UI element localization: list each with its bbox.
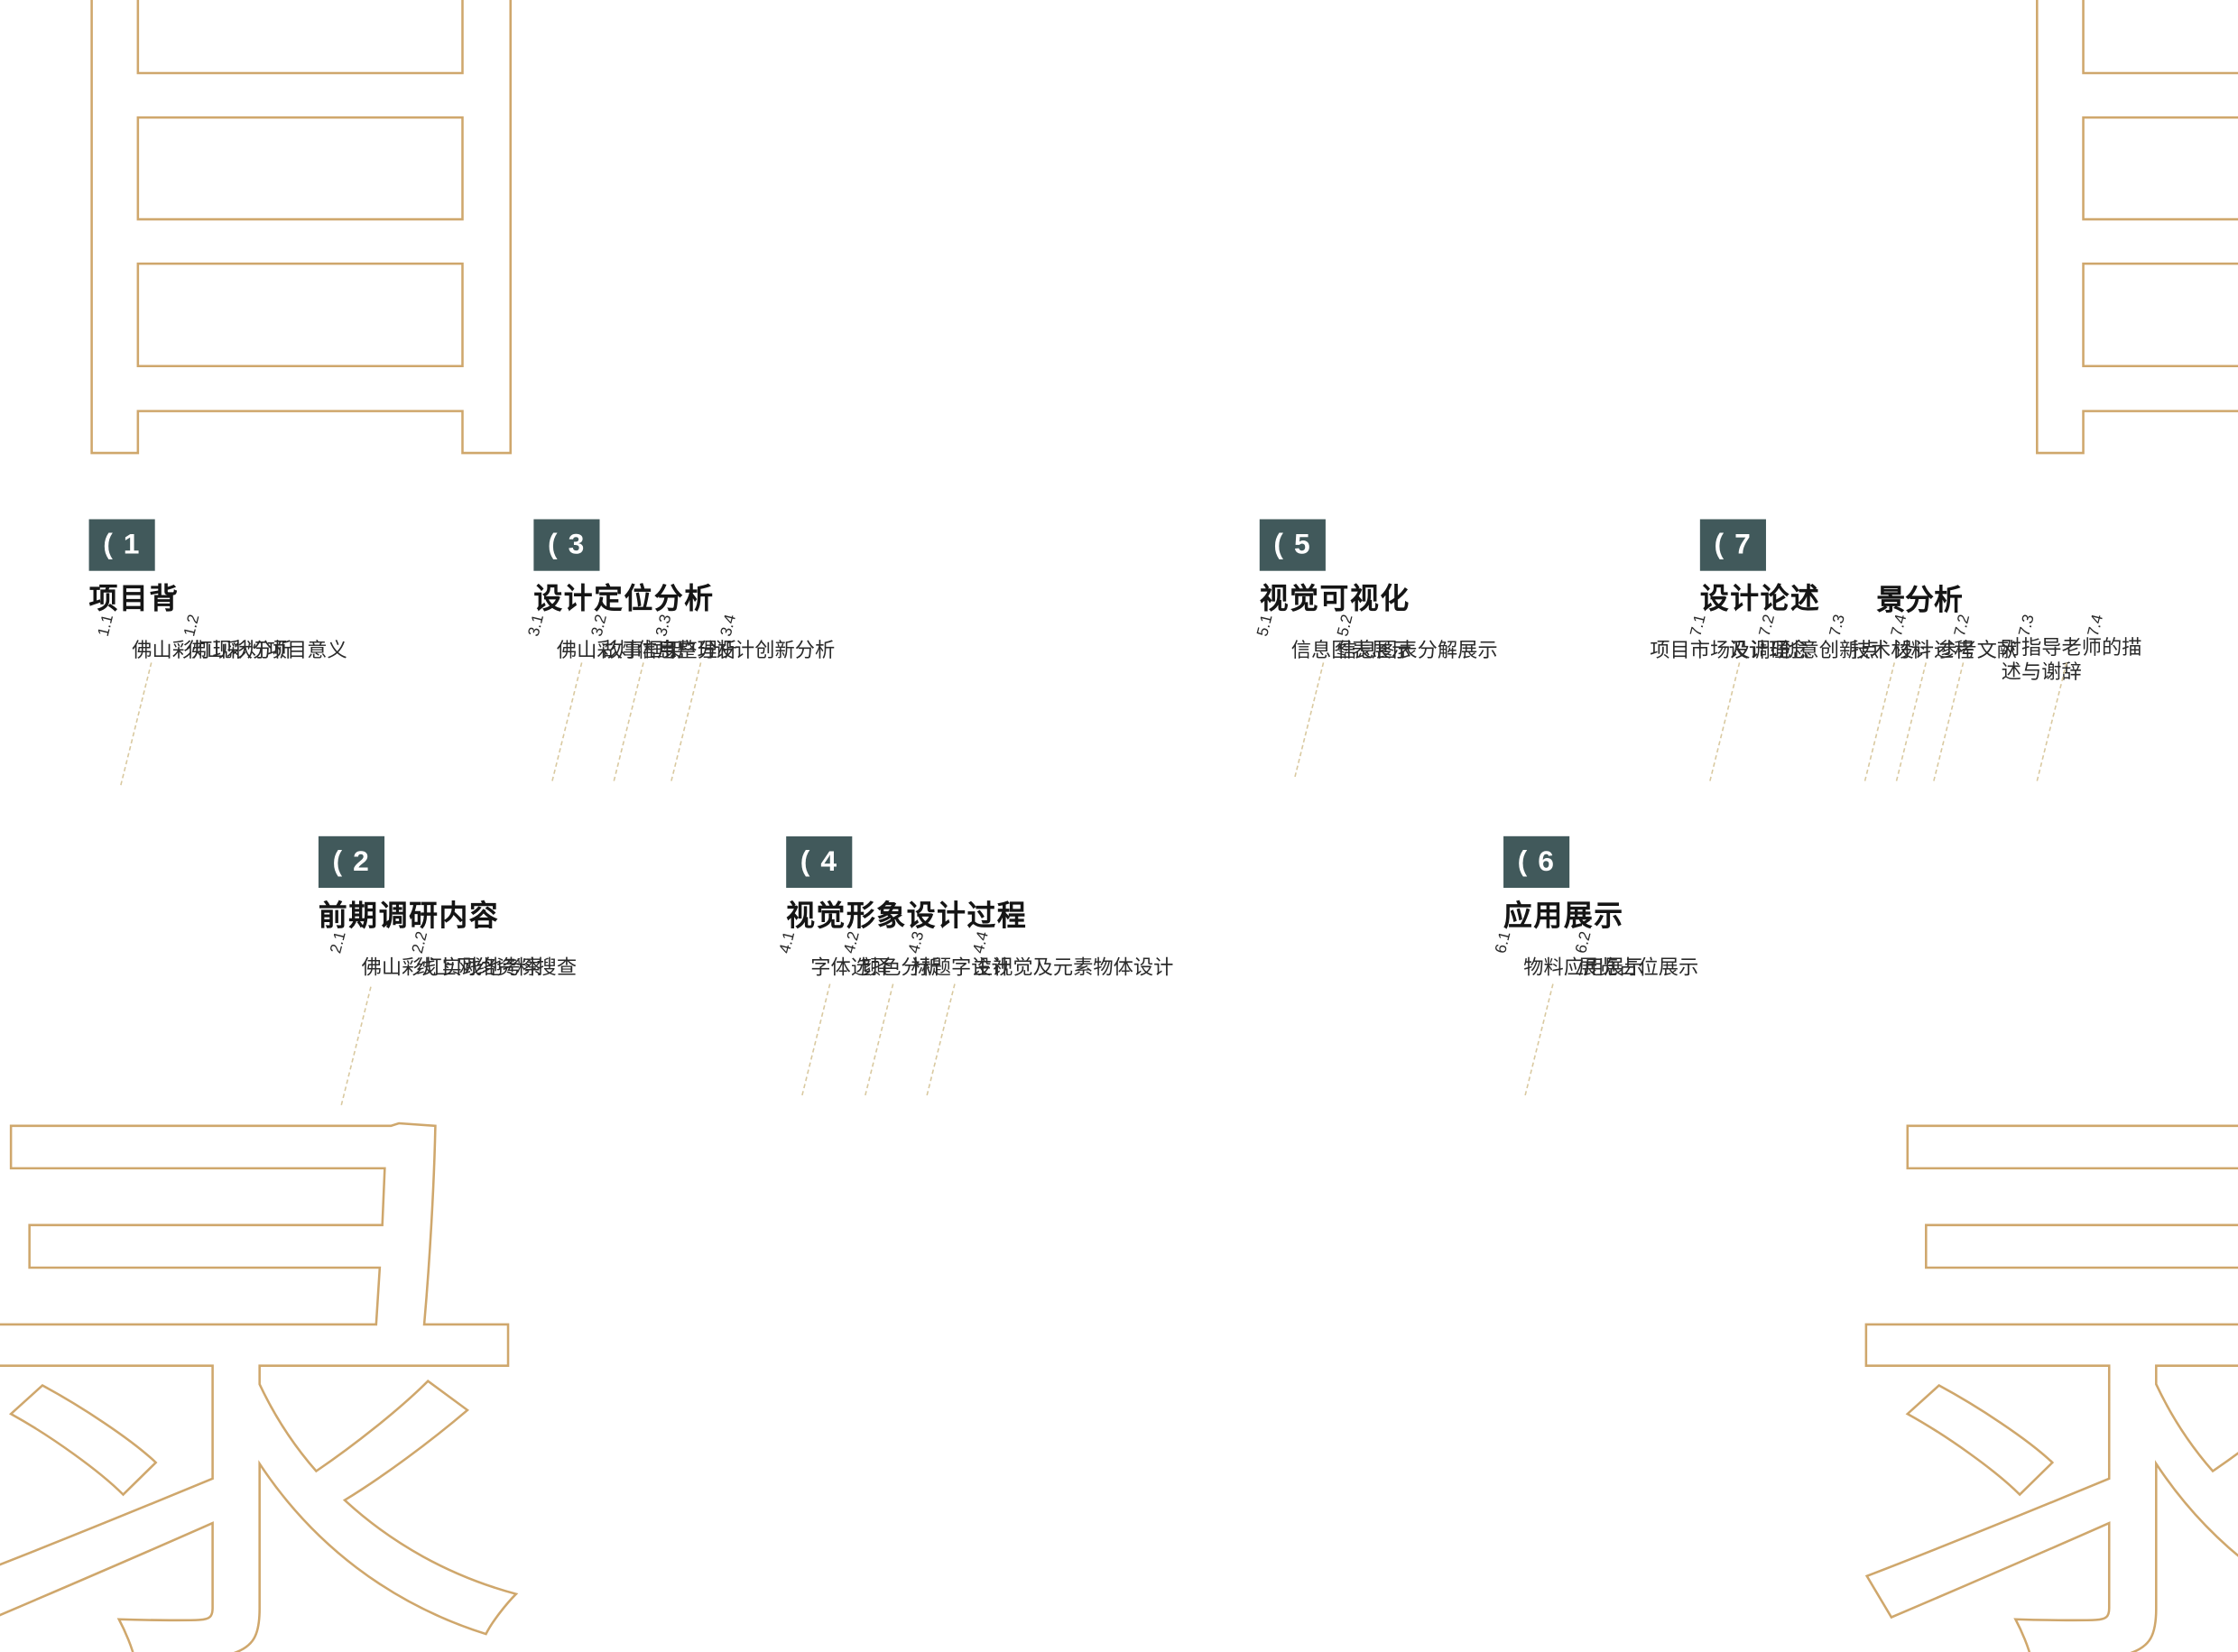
section-7-item-2-number: 7.2 <box>1756 613 1779 639</box>
section-7-item-3-label: 创意创新点 <box>1779 638 1880 661</box>
section-6-item-2-number: 6.2 <box>1572 929 1595 955</box>
section-6-badge: ( 6 <box>1503 835 1570 889</box>
section-5-item-2-label: 信息图表分解展示 <box>1336 638 1498 661</box>
connector-line <box>1524 983 1554 1096</box>
section-3-item-3-number: 3.3 <box>652 613 676 639</box>
section-4-title: 视觉形象设计过程 <box>786 900 1028 933</box>
section-4-item-2-number: 4.2 <box>841 929 864 955</box>
section-2: ( 2 前期调研内容 2.1 佛山彩灯实践地考察 2.2 线上网络资料搜查 <box>318 835 577 1106</box>
section-1-title: 项目背 <box>88 584 180 615</box>
decor-char-top-right-glyph: 目 <box>1939 0 2238 553</box>
section-3-item-1-number: 3.1 <box>525 613 548 639</box>
section-5-title: 视觉可视化 <box>1259 584 1410 615</box>
connector-line <box>1863 662 1896 781</box>
decor-char-bottom-left: 录 <box>0 1036 546 1652</box>
section-3-title: 设计定位分析 <box>533 584 715 615</box>
connector-line <box>926 983 956 1096</box>
connector-line <box>1895 662 1927 781</box>
section-7-item-4-label: 技术材料 <box>1850 638 1931 661</box>
section-3-badge: ( 3 <box>533 519 600 571</box>
section-2-item-2-number: 2.2 <box>409 929 432 955</box>
section-3-item-4-number: 3.4 <box>717 613 740 639</box>
connector-line <box>801 983 831 1096</box>
section-6-item-1-number: 6.1 <box>1492 929 1515 955</box>
section-1-badge: ( 1 <box>88 519 155 571</box>
section-4-item-1-number: 4.1 <box>776 929 800 955</box>
section-6-item-1-label: 物料应用展示 <box>1523 955 1644 979</box>
section-5: ( 5 视觉可视化 5.1 信息图表展示 5.2 信息图表分解展示 <box>1254 519 1498 778</box>
section-7-title-extra: 景分析 <box>1876 585 1963 617</box>
section-7-item-1-number: 7.1 <box>1688 613 1710 639</box>
section-7-title: 设计论述 <box>1699 584 1821 615</box>
section-3-item-4-label: 设计创新分析 <box>714 638 836 661</box>
decor-char-bottom-right-glyph: 录 <box>1825 1038 2238 1652</box>
section-2-item-1-number: 2.1 <box>328 929 350 955</box>
section-3-item-2-label: 故事框架 <box>602 638 683 661</box>
decor-char-top-right: 目 <box>1938 0 2238 555</box>
decor-char-top-left-glyph: 目 <box>0 0 611 553</box>
section-7: ( 7 设计论述 景分析 7.1 项目市场及调研 7.2 设计理念 7.3 创意… <box>1650 519 2141 781</box>
section-6: ( 6 应用展示 6.1 物料应用展示 6.2 展览占位展示 <box>1493 835 1698 1096</box>
connector-line <box>865 983 894 1096</box>
connector-line <box>1933 662 1965 781</box>
section-2-title: 前期调研内容 <box>318 900 500 933</box>
section-7-badge: ( 7 <box>1699 519 1766 571</box>
section-4-item-4-label: 主视觉及元素物体设计 <box>972 955 1174 979</box>
section-2-badge: ( 2 <box>318 835 385 889</box>
section-5-item-2-number: 5.2 <box>1335 613 1357 639</box>
section-4-item-3-number: 4.3 <box>905 929 929 955</box>
section-4-item-4-number: 4.4 <box>970 929 993 955</box>
section-3-item-2-number: 3.2 <box>588 613 611 639</box>
section-4-badge: ( 4 <box>786 835 853 889</box>
section-5-item-1-label: 信息图表展示 <box>1290 638 1412 661</box>
section-5-item-1-number: 5.1 <box>1253 613 1277 639</box>
section-3-item-1-label: 佛山彩灯信息整理 <box>556 638 717 661</box>
section-4-item-2-label: 颜色分析 <box>860 955 941 979</box>
section-4: ( 4 视觉形象设计过程 4.1 字体选择 4.2 颜色分析 4.3 标题字设计… <box>777 835 1173 1096</box>
section-1-item-2-label: 佛山彩灯项目意义 <box>186 638 347 661</box>
connector-line <box>1709 662 1741 781</box>
section-7-item-1-label: 项目市场及调研 <box>1650 638 1790 661</box>
decor-char-bottom-left-glyph: 录 <box>0 1038 545 1652</box>
connector-line <box>1294 662 1325 778</box>
decor-char-top-left: 目 <box>0 0 613 555</box>
connector-line <box>613 662 644 781</box>
section-2-item-1-label: 佛山彩灯实践地考察 <box>361 955 542 979</box>
section-7-item-3-number: 7.3 <box>1826 613 1849 639</box>
section-7-item-7-number: 7.4 <box>2085 613 2107 639</box>
section-4-item-1-label: 字体选择 <box>810 955 892 979</box>
section-7-item-4-number: 7.4 <box>1888 613 1911 639</box>
section-6-item-2-label: 展览占位展示 <box>1577 955 1699 979</box>
section-7-item-6-label: 参考文献 <box>1937 638 2018 661</box>
section-7-item-6-number: 7.3 <box>2016 613 2039 639</box>
connector-line <box>551 662 583 781</box>
section-7-item-2-label: 设计理念 <box>1728 638 1809 661</box>
section-1-item-2-number: 1.2 <box>180 613 204 639</box>
section-6-title: 应用展示 <box>1503 900 1624 933</box>
decor-char-bottom-right: 录 <box>1824 1036 2238 1652</box>
section-1-item-1-number: 1.1 <box>95 613 117 639</box>
section-3-item-3-label: 用户分析 <box>657 638 738 661</box>
section-1: ( 1 项目背 1.1 佛山彩灯现状分析 1.2 佛山彩灯项目意义 <box>88 519 347 786</box>
connector-line <box>670 662 702 781</box>
section-7-item-7-label: 对指导老师的描述与谢辞 <box>2001 635 2142 683</box>
section-1-item-1-label: 佛山彩灯现状分析 <box>132 638 293 661</box>
section-2-item-2-label: 线上网络资料搜查 <box>416 955 578 979</box>
section-5-badge: ( 5 <box>1259 519 1326 571</box>
section-7-item-5-label: 设计过程 <box>1893 638 1974 661</box>
connector-line <box>120 662 153 786</box>
section-3: ( 3 设计定位分析 3.1 佛山彩灯信息整理 3.2 故事框架 3.3 用户分… <box>525 519 835 781</box>
section-4-item-3-label: 标题字设计 <box>911 955 1012 979</box>
section-7-item-5-number: 7.2 <box>1951 613 1974 639</box>
